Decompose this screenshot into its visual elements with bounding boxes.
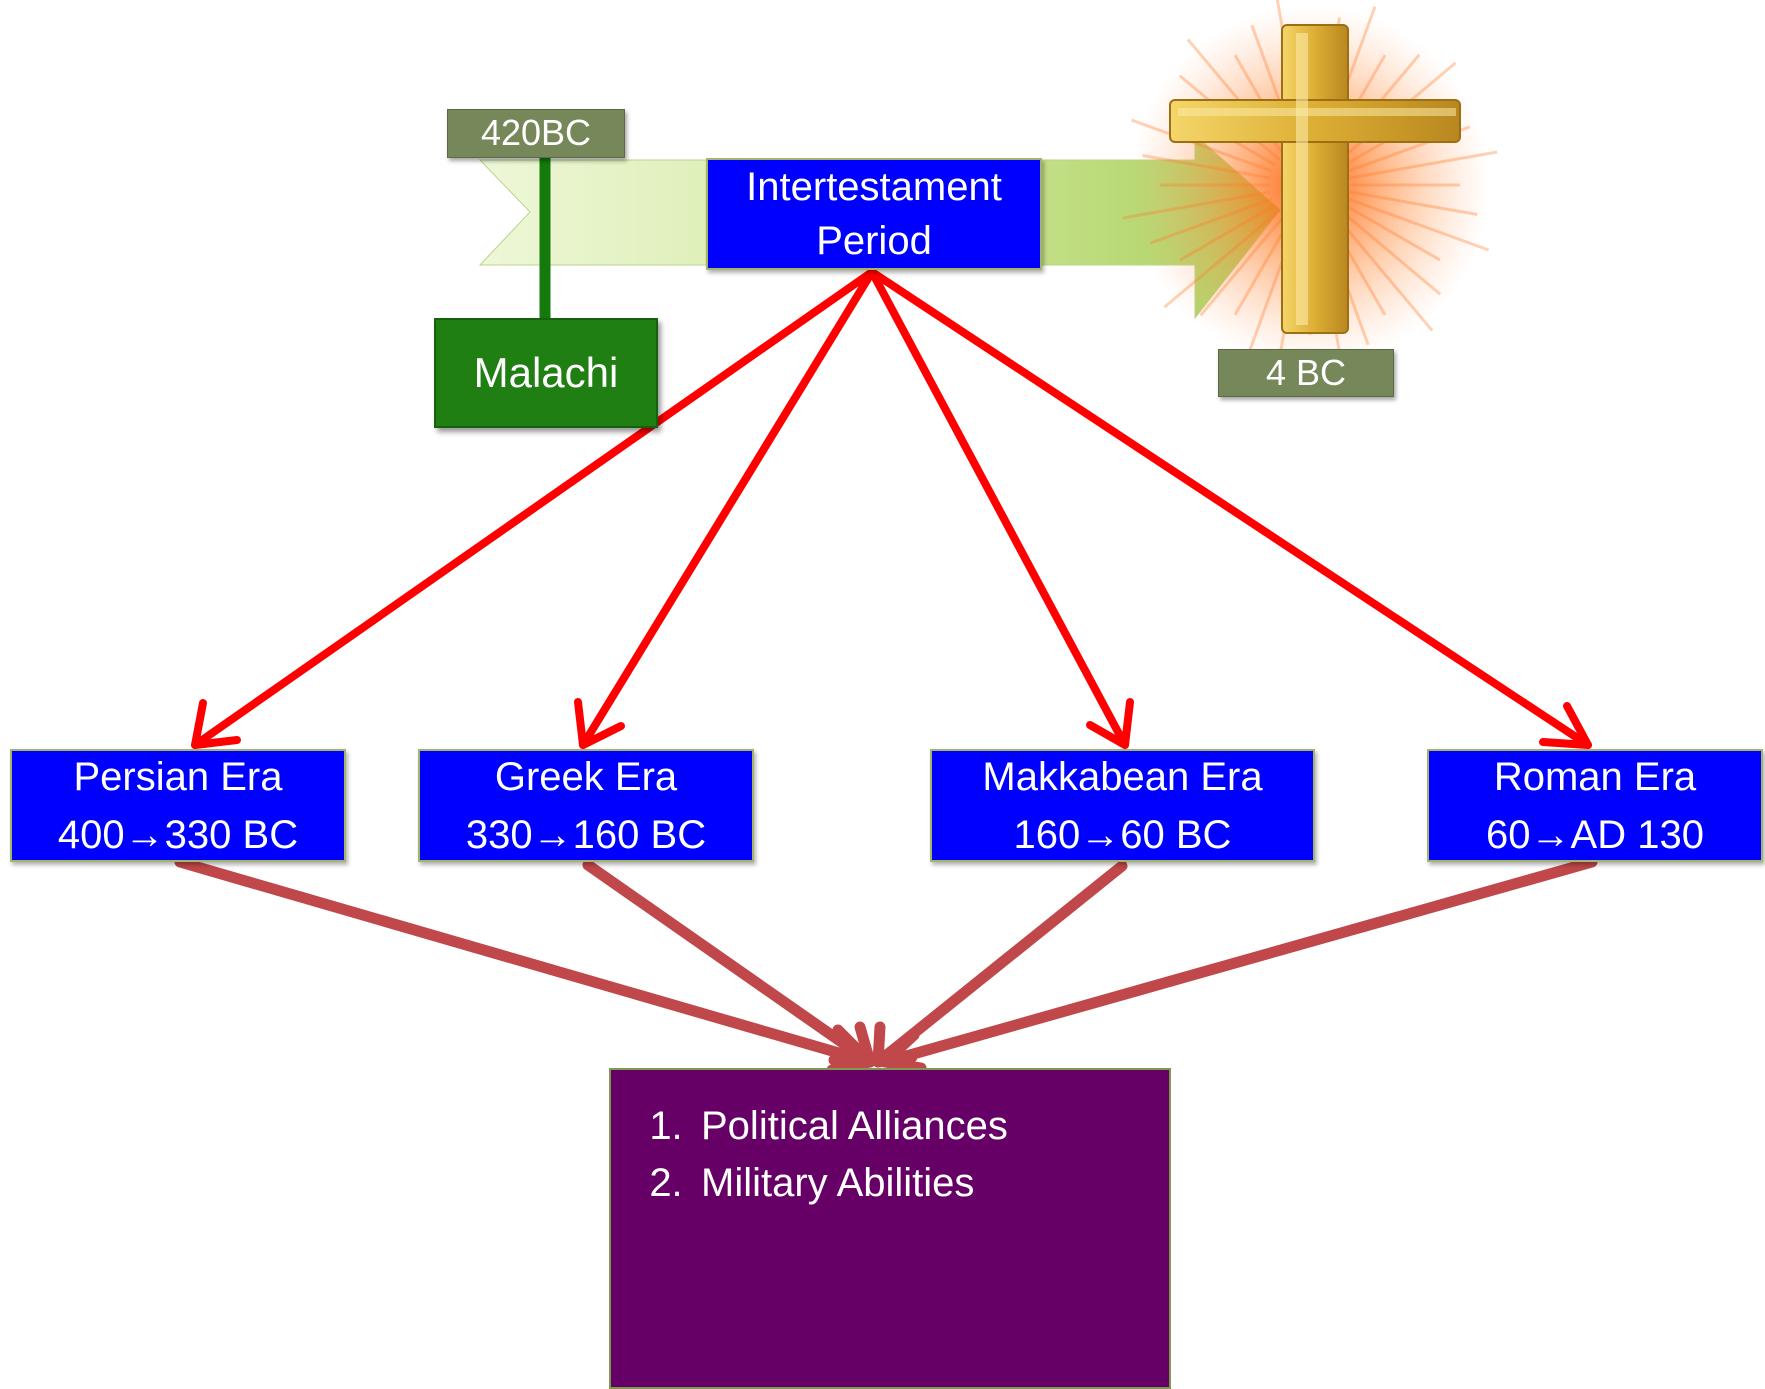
era-box-makkabean: Makkabean Era 160→60 BC (930, 749, 1315, 862)
era-name: Makkabean Era (982, 754, 1263, 799)
period-label-line1: Intertestament (746, 165, 1002, 209)
period-box: Intertestament Period (706, 158, 1042, 270)
era-name: Persian Era (73, 754, 283, 799)
topic-text: Military Abilities (701, 1161, 975, 1205)
end-date-tag: 4 BC (1218, 349, 1394, 397)
period-label-line2: Period (816, 219, 932, 263)
arrow-period-to-makkabean (868, 268, 1134, 749)
era-box-greek: Greek Era 330→160 BC (418, 749, 754, 862)
topics-list: 1. Political Alliances 2. Military Abili… (631, 1098, 1008, 1212)
arrow-period-to-persian (191, 268, 876, 749)
era-box-persian: Persian Era 400→330 BC (10, 749, 346, 862)
cross-icon (1169, 24, 1461, 334)
topic-number: 2. (649, 1161, 683, 1205)
arrow-period-to-roman (868, 268, 1592, 749)
topics-box: 1. Political Alliances 2. Military Abili… (609, 1068, 1171, 1389)
topic-item: 1. Political Alliances (631, 1098, 1008, 1155)
era-box-roman: Roman Era 60→AD 130 (1427, 749, 1763, 862)
arrow-period-to-greek (574, 268, 876, 749)
era-range: 60→AD 130 (1486, 812, 1704, 857)
topic-number: 1. (649, 1104, 683, 1148)
era-range: 160→60 BC (1013, 812, 1232, 857)
start-date-label: 420BC (480, 112, 592, 154)
topic-item: 2. Military Abilities (631, 1155, 1008, 1212)
era-name: Roman Era (1493, 754, 1697, 799)
start-date-tag: 420BC (447, 109, 625, 158)
topic-text: Political Alliances (701, 1104, 1008, 1148)
era-range: 330→160 BC (465, 812, 707, 857)
arrow-roman-to-topics (879, 856, 1598, 1074)
era-range: 400→330 BC (57, 812, 299, 857)
arrow-greek-to-topics (582, 859, 876, 1068)
arrow-persian-to-topics (174, 856, 876, 1076)
malachi-label: Malachi (473, 348, 619, 396)
end-date-label: 4 BC (1265, 351, 1347, 393)
malachi-box: Malachi (434, 318, 658, 428)
era-name: Greek Era (494, 754, 678, 799)
